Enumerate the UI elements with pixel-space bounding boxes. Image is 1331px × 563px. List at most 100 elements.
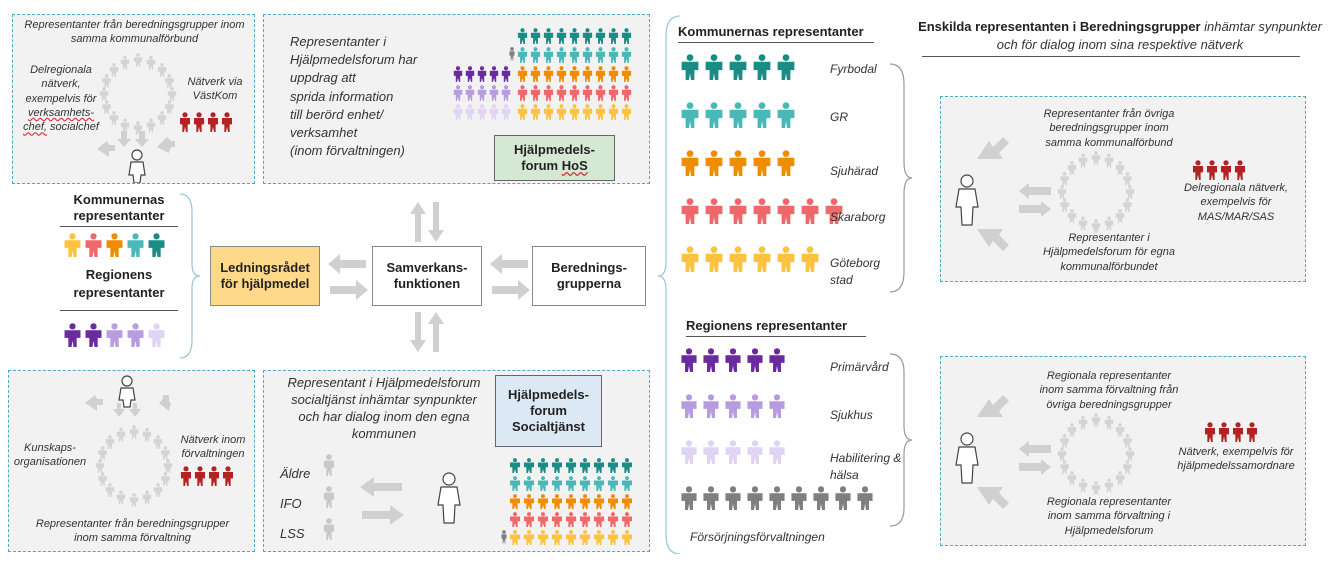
person-icon	[146, 118, 156, 133]
person-icon	[509, 458, 521, 473]
hjalpmedelsforum-socialtjanst-box[interactable]: Hjälpmedels- forum Socialtjänst	[495, 375, 602, 447]
person-icon	[517, 104, 528, 120]
person-icon	[165, 100, 174, 115]
person-icon	[608, 47, 619, 63]
person-icon	[747, 348, 763, 372]
row-label-gr: GR	[830, 110, 848, 124]
samverkansfunktionen-box[interactable]: Samverkans- funktionen	[372, 246, 482, 306]
person-icon	[556, 104, 567, 120]
person-with-arrows-icon	[955, 395, 1051, 509]
person-icon	[165, 74, 174, 88]
ledningsradet-box[interactable]: Ledningsrådet för hjälpmedel	[210, 246, 320, 306]
row-label-text: stad	[830, 272, 853, 287]
person-icon	[579, 476, 591, 491]
person-icon	[681, 54, 699, 80]
panel-right-2: Regionala representanter inom samma förv…	[940, 356, 1306, 546]
person-icon	[208, 466, 220, 486]
soc-box-line: Hjälpmedels-	[508, 386, 589, 402]
region-section-title: Regionens representanter	[686, 318, 847, 333]
person-icon	[725, 440, 741, 464]
dark-red-people-icon	[1192, 160, 1246, 180]
person-icon	[1078, 153, 1088, 168]
person-icon	[1060, 172, 1069, 186]
person-icon	[1123, 434, 1132, 448]
panel-r2-top-line: övriga beredningsgrupper	[1046, 398, 1172, 411]
person-icon	[565, 530, 577, 545]
row-label-text: Försörjningsförvaltningen	[690, 530, 825, 544]
person-icon	[221, 112, 233, 132]
person-icon	[608, 104, 619, 120]
person-icon	[523, 458, 535, 473]
middle-brace	[657, 15, 681, 554]
person-icon	[703, 394, 719, 418]
hjalpmedelsforum-hos-box[interactable]: Hjälpmedels- forum HoS	[494, 135, 615, 181]
person-icon	[1060, 434, 1069, 448]
person-icon	[133, 53, 143, 67]
person-icon	[1246, 422, 1258, 442]
person-icon	[569, 66, 580, 82]
person-icon	[595, 66, 606, 82]
person-icon	[725, 486, 741, 510]
people-row	[681, 54, 795, 80]
panel-bl-left-text: Kunskaps- organisationen	[13, 441, 87, 470]
person-icon	[530, 66, 541, 82]
person-icon	[157, 63, 167, 77]
list-item: IFO	[280, 496, 302, 511]
person-icon	[509, 476, 521, 491]
hos-box-line: Hjälpmedels-	[514, 141, 595, 157]
person-icon	[607, 512, 619, 527]
person-icon	[1218, 422, 1230, 442]
panel-bc-line: Representant i Hjälpmedelsforum	[287, 375, 481, 390]
person-icon	[705, 54, 723, 80]
person-icon	[551, 476, 563, 491]
row-label-skaraborg: Skaraborg	[830, 210, 885, 224]
panel-tc-line: (inom förvaltningen)	[290, 143, 405, 159]
person-icon	[608, 28, 619, 44]
person-icon	[501, 66, 511, 82]
kommun-rows-icons	[681, 54, 843, 272]
right-header-divider	[922, 56, 1300, 57]
person-icon	[813, 486, 829, 510]
person-icon	[565, 458, 577, 473]
beredningsgrupperna-box[interactable]: Berednings- grupperna	[532, 246, 646, 306]
person-icon	[465, 104, 475, 120]
person-icon	[517, 85, 528, 101]
person-icon	[501, 85, 511, 101]
person-icon	[769, 348, 785, 372]
row-label-text: Fyrbodal	[830, 62, 877, 76]
person-icon	[747, 486, 763, 510]
person-icon	[569, 85, 580, 101]
people-grid-icon	[501, 458, 633, 545]
panel-bl-right-text: Nätverk inom förvaltningen	[175, 433, 251, 462]
person-icon	[465, 85, 475, 101]
person-icon	[465, 66, 475, 82]
person-icon	[703, 440, 719, 464]
person-icon	[769, 394, 785, 418]
panel-r2-bottom-line: inom samma förvaltning i	[1047, 510, 1171, 523]
person-icon	[593, 512, 605, 527]
person-icon	[556, 47, 567, 63]
panel-top-left-right-text: Nätverk via VästKom	[183, 75, 247, 104]
person-icon	[729, 198, 747, 224]
person-icon	[543, 85, 554, 101]
panel-r1-right-line: MAS/MAR/SAS	[1197, 210, 1275, 223]
person-icon	[579, 494, 591, 509]
person-icon	[705, 246, 723, 272]
person-icon	[1057, 185, 1067, 199]
person-icon	[777, 102, 795, 128]
panel-bc-line: och har dialog inom den egna	[298, 408, 470, 424]
dark-red-people-icon	[180, 466, 234, 486]
right-header-bold: Enskilda representanten i Beredningsgrup…	[918, 19, 1201, 34]
legend-region-title: Regionens representanter	[60, 266, 178, 302]
person-icon	[153, 483, 163, 498]
panel-r2-right-line: hjälpmedelssamordnare	[1177, 460, 1295, 473]
person-icon	[607, 530, 619, 545]
person-icon	[523, 512, 535, 527]
person-icon	[98, 472, 107, 487]
panel-bottom-left: Kunskaps- organisationen Nätverk inom fö…	[8, 370, 255, 552]
soc-box-line: forum	[530, 402, 567, 418]
person-icon	[1060, 198, 1069, 213]
person-icon	[621, 66, 632, 82]
panel-top-left-heading-text: Representanter från beredningsgrupper in…	[24, 19, 245, 45]
row-label-goteborg: Göteborg stad	[830, 255, 880, 289]
